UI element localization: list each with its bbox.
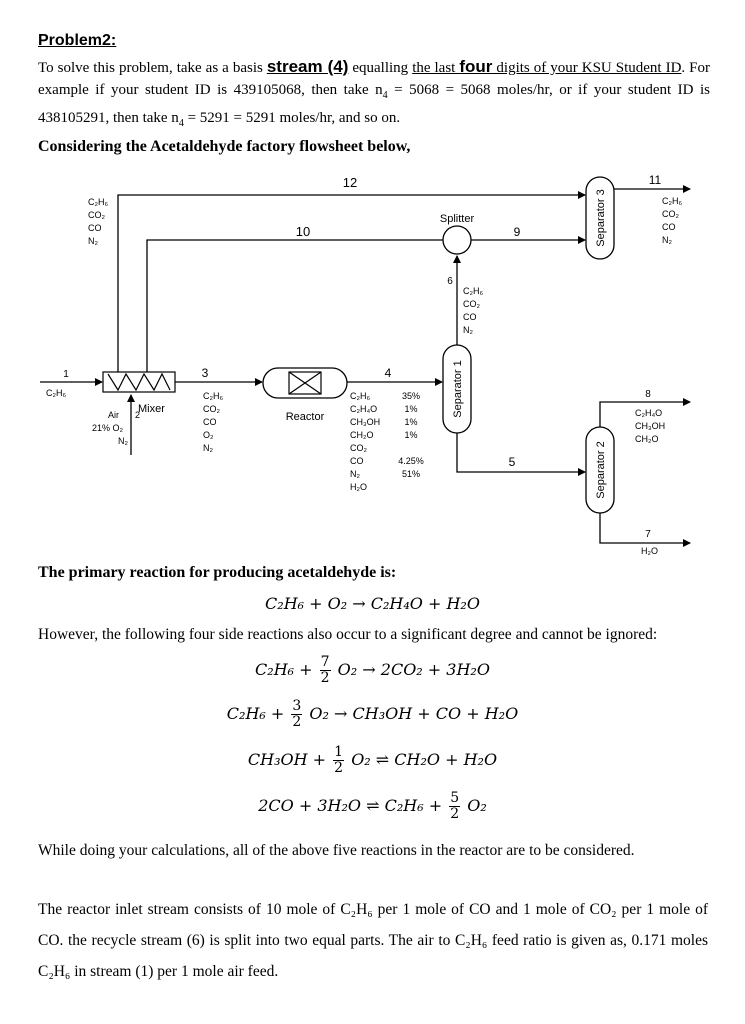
stream-10-line — [143, 239, 443, 383]
stream-6-c2h6: C₂H₆ — [463, 286, 483, 296]
stream-8-c2h4o: C₂H₄O — [635, 408, 662, 418]
stream-4-ch2o: CH₂O — [350, 430, 374, 440]
reactor-label: Reactor — [286, 411, 325, 423]
mixer-zigzag — [107, 372, 171, 392]
stream-4-n2: N₂ — [350, 469, 360, 479]
recycle-co2: CO₂ — [88, 210, 106, 220]
stream-4-pct-c2h6: 35% — [402, 391, 420, 401]
stream-6-n2: N₂ — [463, 325, 473, 335]
flowsheet-heading: Considering the Acetaldehyde factory flo… — [38, 138, 411, 155]
stream-3-number: 3 — [202, 366, 209, 380]
stream-10-number: 10 — [296, 224, 310, 239]
stream-11-co: CO — [662, 222, 676, 232]
stream-7-h2o: H₂O — [641, 546, 658, 556]
mixer-label: Mixer — [138, 403, 165, 415]
stream-4-co: CO — [350, 456, 364, 466]
mixer — [102, 371, 176, 393]
stream-4-c2h6: C₂H₆ — [350, 391, 370, 401]
stream-8-line — [599, 398, 691, 427]
intro-paragraph: To solve this problem, take as a basis s… — [38, 57, 711, 129]
stream-4-number: 4 — [385, 366, 392, 380]
stream-8-ch2o: CH₂O — [635, 434, 659, 444]
side-reactions-text: However, the following four side reactio… — [38, 626, 658, 643]
stream-11-co2: CO₂ — [662, 209, 680, 219]
stream-7-line — [599, 513, 691, 547]
separator-1-label: Separator 1 — [452, 360, 464, 417]
stream-4-h2o: H₂O — [350, 482, 367, 492]
stream-4-pct-co: 4.25% — [398, 456, 424, 466]
stream-3-co2: CO₂ — [203, 404, 221, 414]
splitter-label: Splitter — [440, 213, 475, 225]
stream-9-number: 9 — [514, 225, 521, 239]
reaction-primary: C₂H₆ + O₂ → C₂H₄O + H₂O — [265, 594, 480, 613]
stream-6-number: 6 — [447, 276, 453, 287]
primary-reaction-heading: The primary reaction for producing aceta… — [38, 564, 397, 581]
stream-11-c2h6: C₂H₆ — [662, 196, 682, 206]
stream-4-ch3oh: CH₃OH — [350, 417, 380, 427]
stream-12-number: 12 — [343, 175, 357, 190]
air-o2: 21% O₂ — [92, 423, 124, 433]
stream-7-number: 7 — [645, 529, 651, 540]
stream-4-pct-ch2o: 1% — [404, 430, 417, 440]
stream-8-number: 8 — [645, 389, 651, 400]
stream-6-co: CO — [463, 312, 477, 322]
stream-3-n2: N₂ — [203, 443, 213, 453]
stream-5-number: 5 — [509, 455, 516, 469]
separator-2-label: Separator 2 — [595, 441, 607, 498]
splitter — [442, 225, 472, 255]
recycle-n2: N₂ — [88, 236, 98, 246]
stream-3-o2: O₂ — [203, 430, 214, 440]
stream-12-line — [117, 191, 586, 382]
stream-4-pct-c2h4o: 1% — [404, 404, 417, 414]
feed-component: C₂H₆ — [46, 388, 66, 398]
closing-paragraph: The reactor inlet stream consists of 10 … — [38, 901, 708, 980]
stream-4-co2: CO₂ — [350, 443, 368, 453]
stream-8-ch3oh: CH₃OH — [635, 421, 665, 431]
flowsheet-diagram: 12 10 Splitter 9 Separator 3 11 C₂H₆ CO₂… — [40, 173, 691, 556]
recycle-c2h6: C₂H₆ — [88, 197, 108, 207]
stream-11-n2: N₂ — [662, 235, 672, 245]
separator-3-label: Separator 3 — [595, 189, 607, 246]
problem-title: Problem2: — [38, 32, 117, 49]
stream-2-number: 2 — [135, 410, 140, 420]
stream-3-co: CO — [203, 417, 217, 427]
stream-5-line — [456, 433, 586, 476]
air-label: Air — [108, 410, 119, 420]
stream-3-c2h6: C₂H₆ — [203, 391, 223, 401]
recycle-co: CO — [88, 223, 102, 233]
stream-4-pct-ch3oh: 1% — [404, 417, 417, 427]
air-n2: N₂ — [118, 436, 128, 446]
stream-6-co2: CO₂ — [463, 299, 481, 309]
stream-11-number: 11 — [649, 173, 662, 187]
stream-4-c2h4o: C₂H₄O — [350, 404, 377, 414]
stream-1-number: 1 — [63, 369, 69, 380]
stream-4-pct-n2: 51% — [402, 469, 420, 479]
reactions-note: While doing your calculations, all of th… — [38, 842, 635, 859]
separator-3 — [585, 176, 615, 260]
